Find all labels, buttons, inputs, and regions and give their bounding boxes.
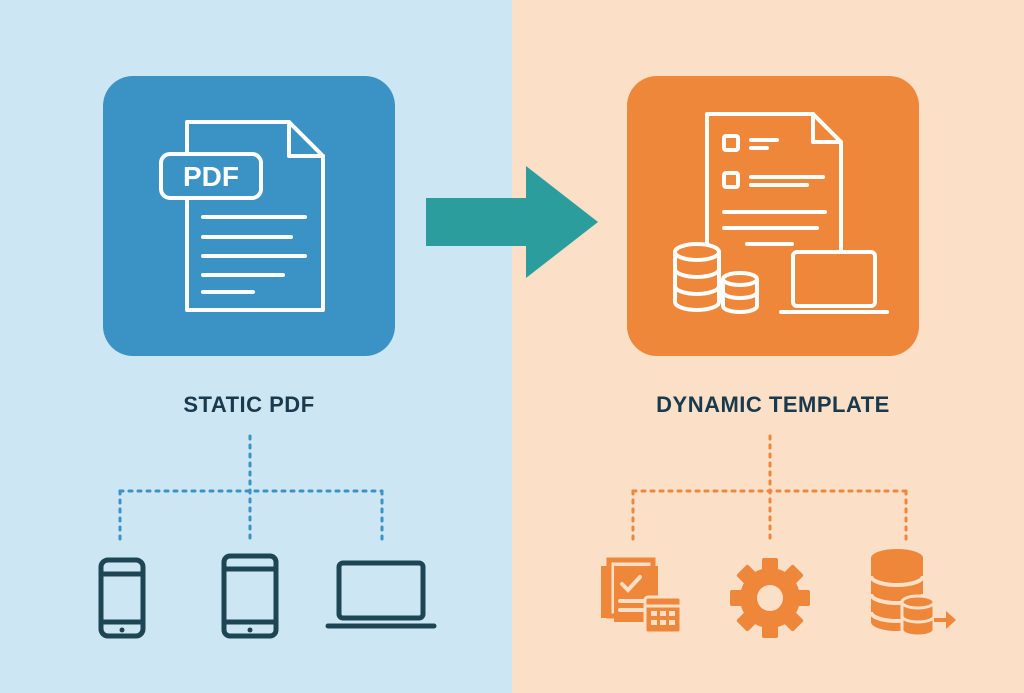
pdf-badge-text: PDF [183, 161, 239, 192]
documents-calendar-icon [601, 557, 683, 635]
pdf-document-icon: PDF [159, 120, 325, 312]
gear-icon [730, 558, 810, 638]
laptop-icon [325, 560, 437, 629]
tablet-icon [221, 553, 279, 639]
dynamic-template-title: DYNAMIC TEMPLATE [656, 392, 890, 417]
dynamic-template-connectors [631, 434, 908, 542]
static-pdf-connectors [118, 434, 384, 542]
template-database-laptop-icon [673, 112, 889, 314]
database-export-icon [869, 549, 956, 638]
dynamic-template-tile [627, 76, 919, 356]
static-pdf-title: STATIC PDF [183, 392, 315, 417]
transform-arrow [426, 166, 598, 278]
smartphone-icon [98, 557, 146, 639]
static-pdf-tile: PDF [103, 76, 395, 356]
